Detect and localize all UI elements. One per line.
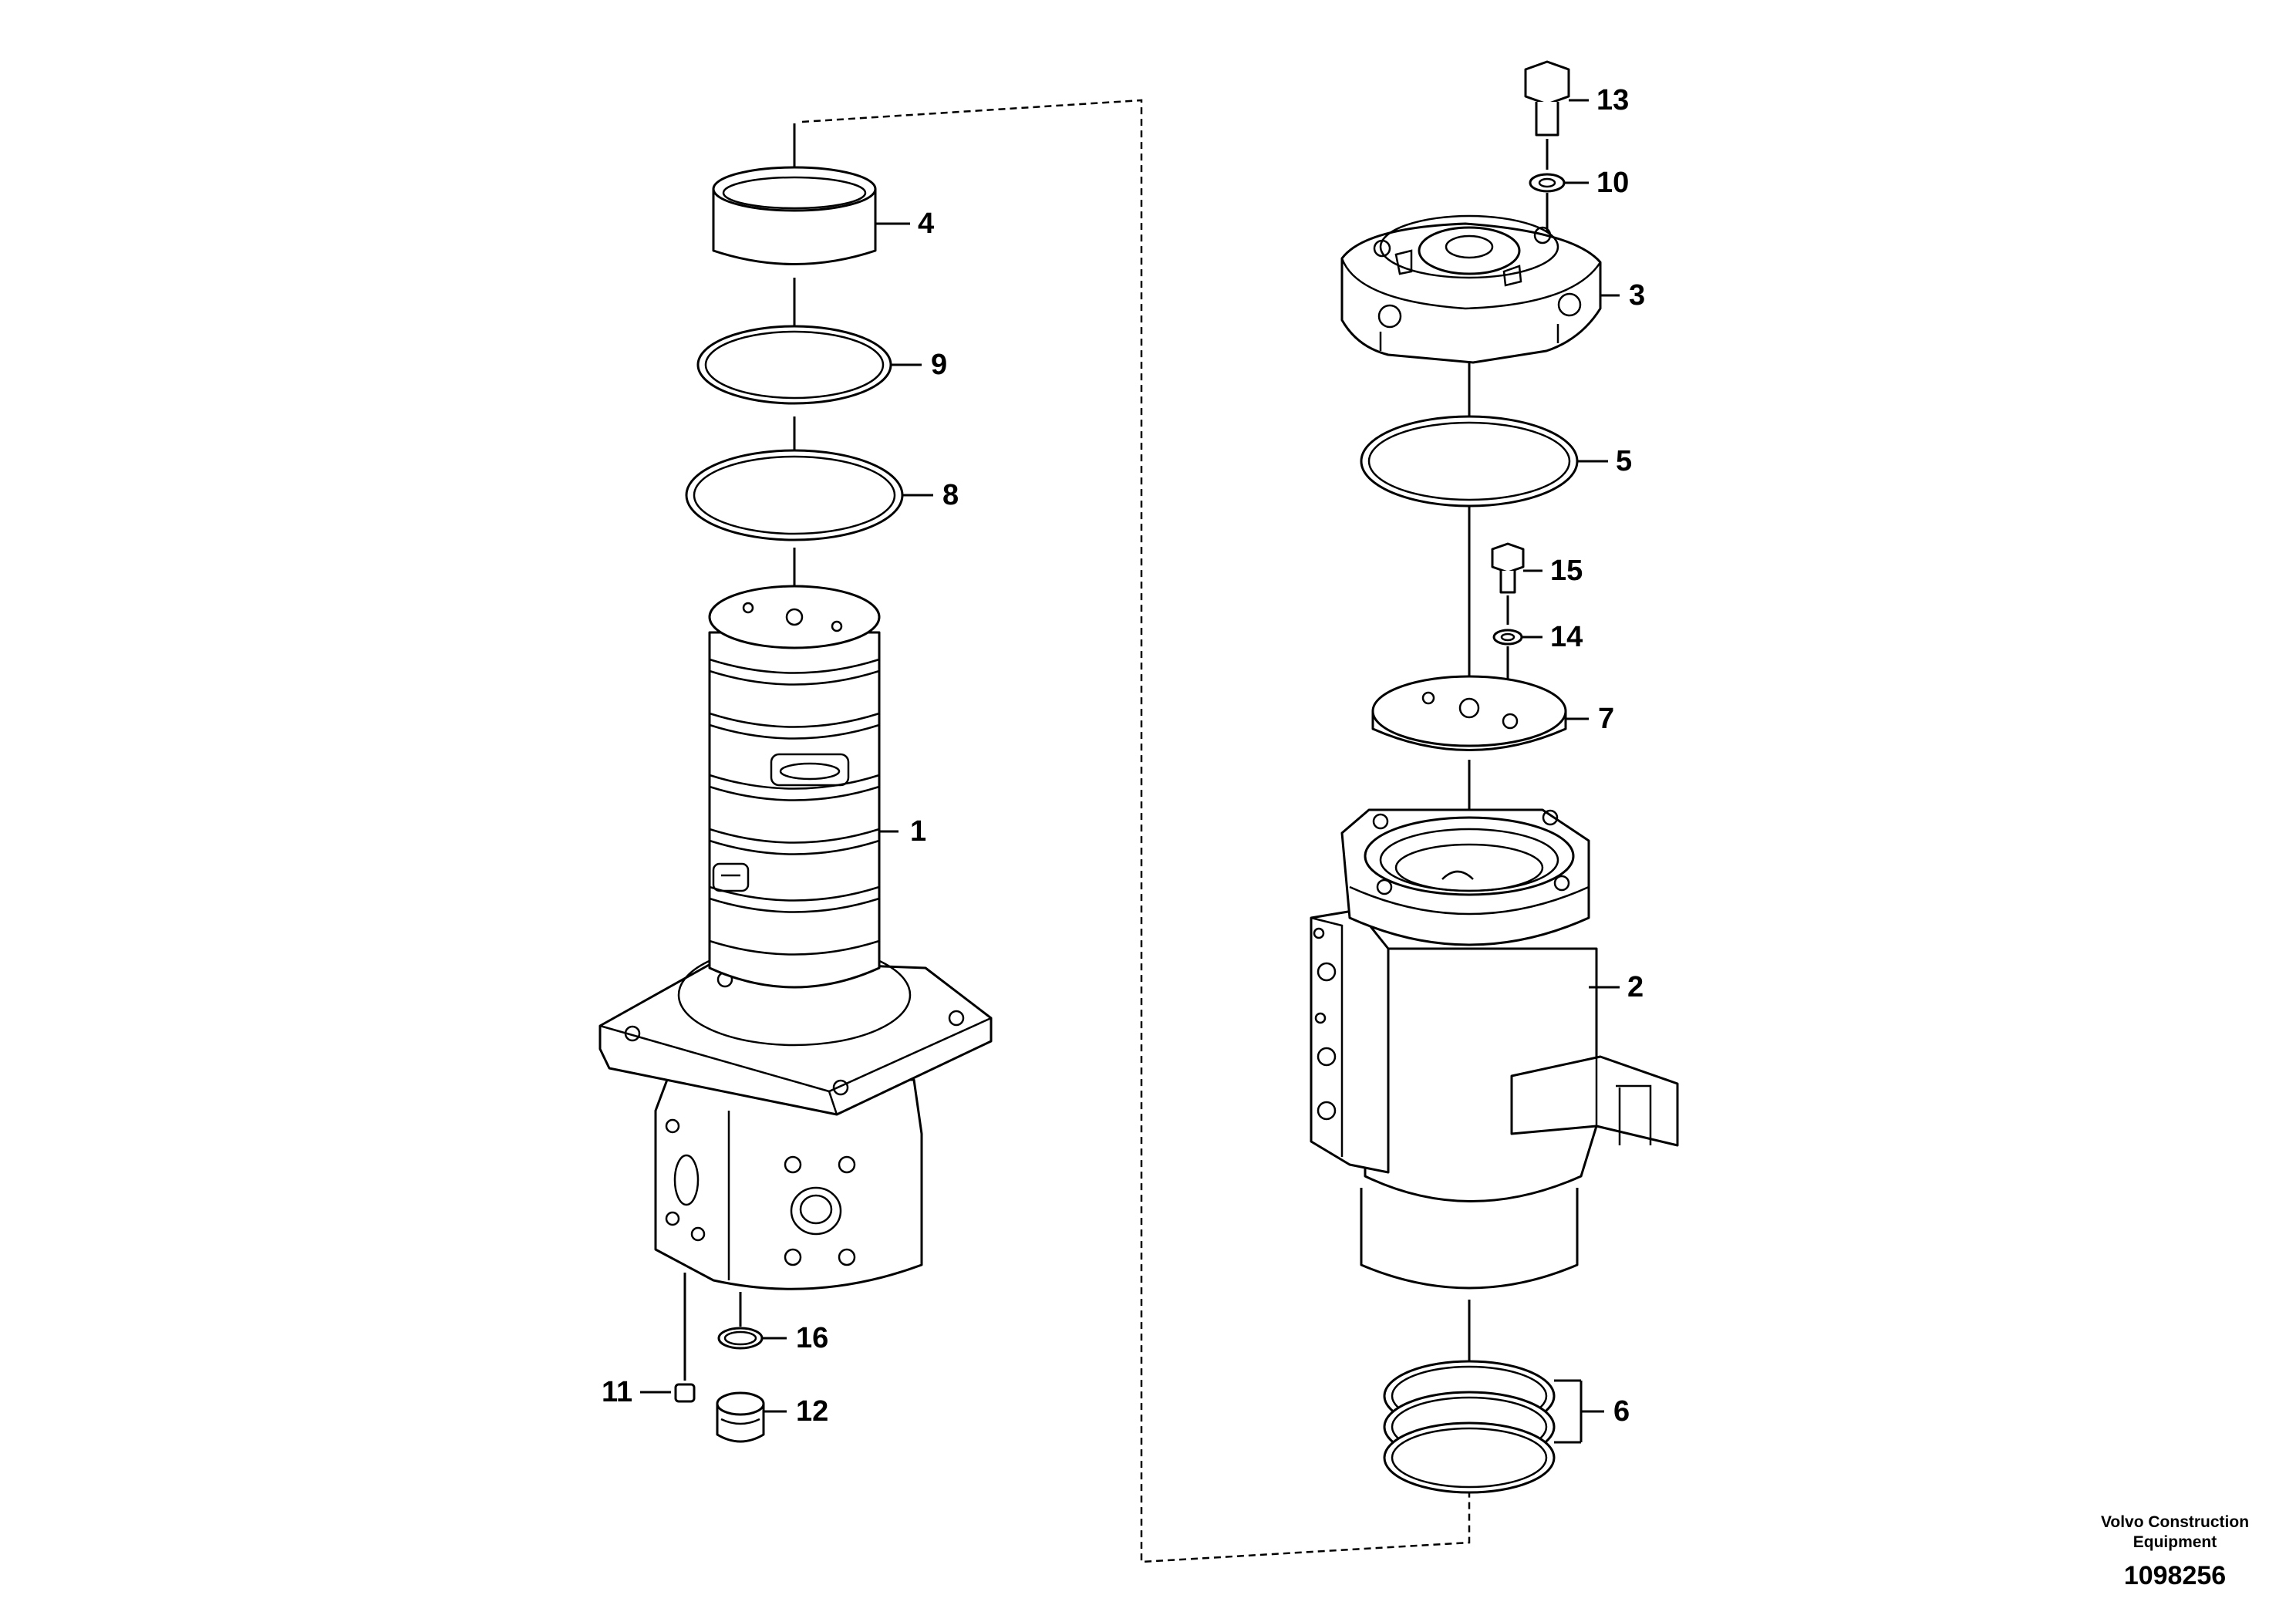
part-13-bolt [1524,60,1570,170]
callout-13: 13 [1596,84,1629,116]
part-1-rotor [598,585,993,1290]
assembly-connector-line [801,99,1471,1563]
callout-5: 5 [1616,445,1632,477]
callout-16: 16 [796,1322,828,1354]
callout-6: 6 [1613,1395,1630,1428]
callout-11: 11 [602,1376,632,1408]
callout-10: 10 [1596,167,1629,199]
callout-4: 4 [918,207,934,240]
callout-2: 2 [1627,971,1644,1003]
callout-9: 9 [931,349,947,381]
part-15-bolt [1491,542,1525,625]
drawing-number: 1098256 [2124,1561,2226,1590]
part-9-o-ring [696,325,892,405]
callout-14: 14 [1550,621,1583,653]
part-5-o-ring [1360,415,1579,508]
callout-7: 7 [1598,703,1614,735]
part-7-plate [1371,675,1567,751]
callout-leaders [640,99,1620,1444]
part-8-o-ring [685,449,904,541]
part-16-o-ring [717,1292,764,1350]
part-2-housing [1310,808,1679,1290]
part-4-bushing [712,166,877,265]
callout-8: 8 [942,479,959,511]
credit-line-1: Volvo Construction [2101,1513,2249,1531]
callout-3: 3 [1629,279,1645,312]
part-11-plug [674,1273,696,1403]
callout-12: 12 [796,1395,828,1428]
part-3-cover [1340,214,1602,364]
part-10-washer [1529,173,1566,231]
callout-15: 15 [1550,555,1583,587]
part-6-seal-rings [1383,1360,1556,1494]
callout-numbers: 1 2 3 4 5 6 7 8 9 10 11 12 13 14 15 16 [602,84,1645,1428]
part-12-plug [716,1391,765,1443]
callout-1: 1 [910,815,926,848]
credit-line-2: Equipment [2133,1533,2217,1551]
